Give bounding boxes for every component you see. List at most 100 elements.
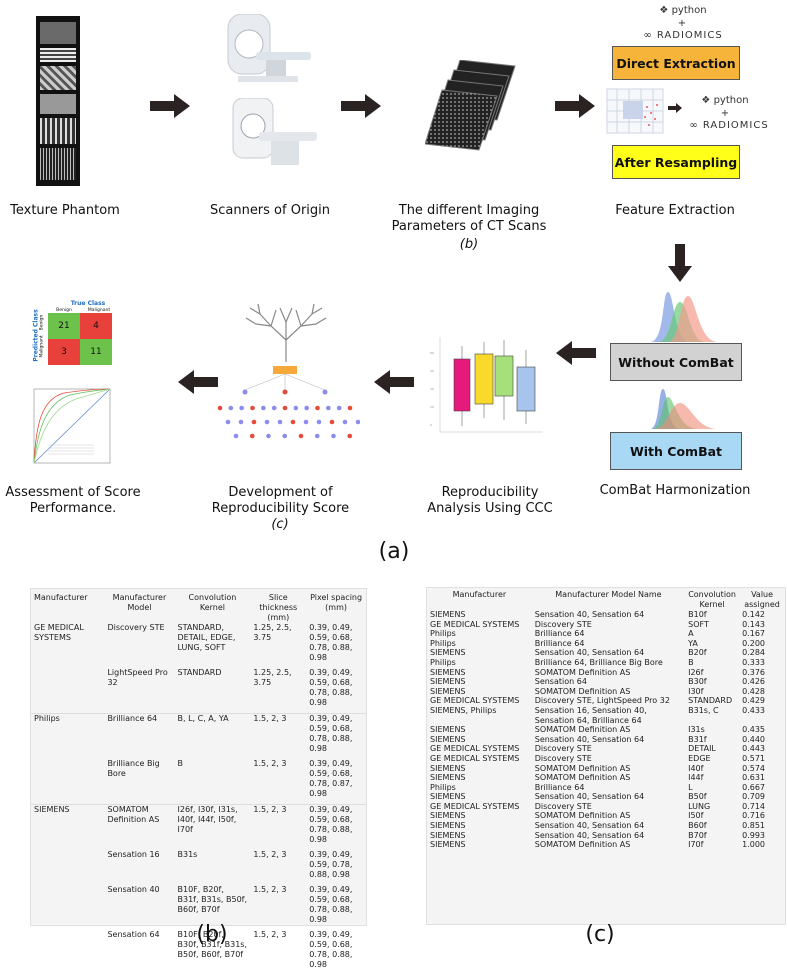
tree-node	[303, 419, 309, 425]
table-cell: Discovery STE, LightSpeed Pro 32	[534, 696, 670, 706]
table-cell: 0.631	[742, 773, 765, 783]
arrow-right-icon	[341, 94, 381, 118]
confusion-cell: 21	[48, 313, 80, 339]
table-cell: 0.716	[742, 811, 765, 821]
column-header: Convolution Kernel	[188, 593, 237, 612]
table-cell	[31, 930, 104, 975]
table-cell: SIEMENS	[430, 811, 466, 821]
table-cell: 0.39, 0.49, 0.59, 0.68, 0.78, 0.88, 0.98	[309, 885, 353, 924]
tree-node	[304, 405, 309, 411]
table-cell: Philips	[430, 638, 456, 648]
table-cell: Sensation 40, Sensation 64	[534, 648, 645, 658]
table-cell: I26f	[688, 667, 704, 677]
table-cell: B, L, C, A, YA	[174, 713, 251, 759]
radiomics-logo: ∞ RADIOMICS	[689, 120, 769, 131]
tree-node	[238, 419, 244, 425]
table-cell: Sensation 40, Sensation 64	[534, 734, 645, 744]
table-cell: 0.709	[742, 792, 765, 802]
tree-node	[342, 419, 348, 425]
column-header: Manufacturer Model	[112, 593, 167, 612]
column-header: Convolution Kernel	[688, 590, 736, 609]
feature-extraction-label: Feature Extraction	[615, 203, 735, 218]
table-b: Manufacturer Manufacturer Model Convolut…	[30, 588, 367, 969]
ct-scanner-image	[227, 14, 311, 82]
table-cell: 0.39, 0.49, 0.59, 0.68, 0.78, 0.88, 0.98	[306, 713, 366, 759]
table-cell: I44f	[688, 773, 704, 783]
table-cell: SIEMENS	[430, 763, 466, 773]
tree-node	[239, 405, 244, 411]
tree-node	[326, 405, 331, 411]
roc-curve-image	[33, 388, 111, 464]
confusion-col-label: Benign	[56, 308, 72, 313]
table-cell: 0.433	[742, 705, 765, 715]
table-cell: I70f	[688, 840, 704, 850]
tree-node	[225, 419, 231, 425]
table-c: Manufacturer Manufacturer Model Name Con…	[426, 587, 786, 925]
panel-c-caption: (c)	[585, 922, 615, 947]
tree-node	[331, 433, 336, 439]
with-combat-box: With ComBat	[610, 432, 742, 470]
table-cell: 0.667	[742, 782, 765, 792]
table-cell: B30f	[688, 677, 707, 687]
table-cell: SIEMENS	[430, 734, 466, 744]
imaging-parameters-table: Manufacturer Manufacturer Model Convolut…	[31, 593, 366, 975]
tree-node	[282, 405, 288, 411]
table-cell: 0.142	[742, 610, 765, 619]
table-cell: 0.428	[742, 686, 765, 696]
confusion-cell: 11	[80, 339, 112, 365]
tree-node	[282, 389, 288, 395]
plus-sign: +	[677, 18, 687, 29]
column-header: Manufacturer Model Name	[555, 590, 662, 599]
table-cell: SIEMENS	[430, 610, 466, 619]
imaging-parameters-label: The different Imaging Parameters of CT S…	[391, 203, 547, 234]
column-header: Manufacturer	[452, 590, 507, 599]
table-cell: 0.39, 0.49, 0.59, 0.68, 0.78, 0.88, 0.98	[309, 623, 353, 662]
svg-text:80: 80	[430, 351, 434, 355]
table-cell: GE MEDICAL SYSTEMS	[430, 753, 520, 763]
table-cell: B31f	[688, 734, 707, 744]
table-cell: 0.39, 0.49, 0.59, 0.68, 0.78, 0.88, 0.98	[309, 930, 353, 969]
table-cell: 0.167	[742, 629, 765, 639]
confusion-matrix-y-title: Predicted Class	[32, 309, 40, 362]
confusion-row-label: Malignant	[39, 335, 45, 358]
table-cell: Brilliance 64	[534, 629, 585, 639]
table-cell: 0.426	[742, 677, 765, 687]
confusion-cell: 4	[80, 313, 112, 339]
table-cell: L	[688, 782, 693, 792]
table-cell: 1.5, 2, 3	[253, 885, 287, 894]
arrow-down-icon	[668, 244, 692, 282]
tree-node	[314, 433, 320, 439]
table-cell: Discovery STE	[534, 753, 592, 763]
tree-node	[315, 405, 320, 411]
table-cell: 0.993	[742, 830, 765, 840]
development-score-ref: (c)	[271, 517, 289, 532]
texture-phantom-label: Texture Phantom	[10, 203, 120, 218]
tree-node	[249, 433, 255, 439]
table-cell: 1.5, 2, 3	[253, 930, 287, 939]
table-cell: 0.574	[742, 763, 765, 773]
tree-node	[329, 419, 335, 425]
table-cell: Sensation 40, Sensation 64	[534, 830, 645, 840]
table-cell: Sensation 16	[107, 850, 160, 859]
python-logo: ❖ python	[659, 5, 707, 16]
table-cell: DETAIL	[688, 744, 716, 754]
table-cell: B60f	[688, 821, 707, 831]
tree-node	[217, 405, 223, 411]
table-cell: SIEMENS	[430, 667, 466, 677]
tree-node	[261, 405, 266, 411]
table-cell	[31, 668, 104, 714]
table-cell: STANDARD, DETAIL, EDGE, LUNG, SOFT	[177, 623, 236, 652]
table-cell: SOMATOM Definition AS	[534, 763, 631, 773]
table-cell: B70f	[688, 830, 707, 840]
decision-tree-image	[217, 366, 360, 439]
tree-node	[277, 419, 283, 425]
column-header: Value assigned	[744, 590, 780, 609]
